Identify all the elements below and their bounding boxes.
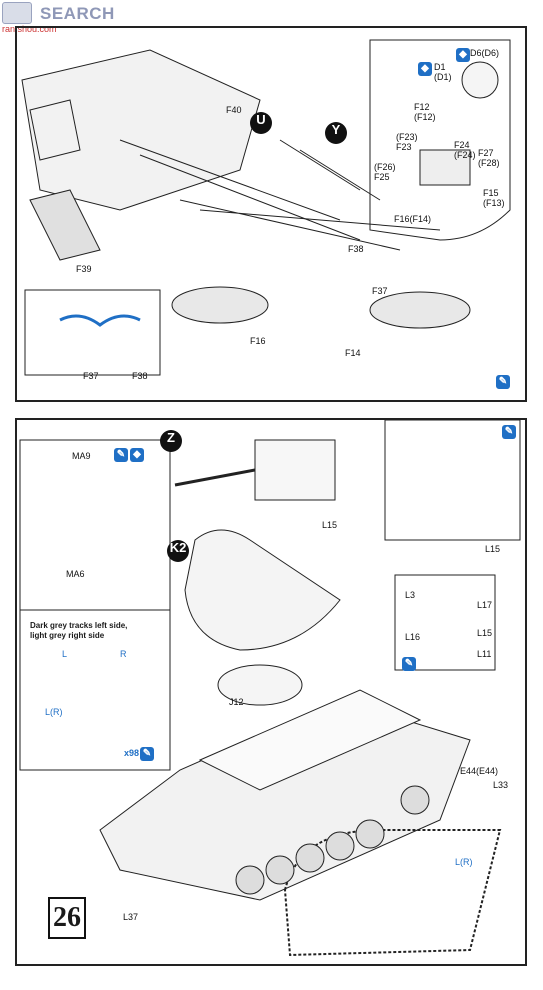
top-panel-frame bbox=[15, 26, 527, 402]
glue-icon: ◆ bbox=[456, 48, 470, 62]
cement-icon: ✎ bbox=[114, 448, 128, 462]
label-track-lr: L(R) bbox=[455, 857, 473, 867]
label-ma6: MA6 bbox=[66, 569, 85, 579]
inset-label-f38: F38 bbox=[132, 371, 148, 381]
label-f37: F37 bbox=[372, 286, 388, 296]
detail-label-d6: D6(D6) bbox=[470, 48, 500, 58]
cement-icon: ✎ bbox=[402, 657, 416, 671]
detail-label-f15: F15 (F13) bbox=[483, 188, 505, 208]
watermark-logo bbox=[2, 2, 32, 24]
detail-label-f12: F12 (F12) bbox=[414, 102, 436, 122]
detail-label-f23: (F23) F23 bbox=[396, 132, 418, 152]
detail-label-f27: F27 (F28) bbox=[478, 148, 500, 168]
callout-y: Y bbox=[325, 122, 347, 144]
label-l37: L37 bbox=[123, 912, 139, 922]
cement-icon: ✎ bbox=[502, 425, 516, 439]
label-e44: E44(E44) bbox=[460, 766, 499, 776]
track-left-label: L bbox=[62, 649, 68, 659]
cement-icon: ✎ bbox=[496, 375, 510, 389]
detail-label-f25: (F26) F25 bbox=[374, 162, 396, 182]
label-ma9: MA9 bbox=[72, 451, 91, 461]
parts-label-l16: L16 bbox=[405, 632, 421, 642]
cement-icon: ✎ bbox=[140, 747, 154, 761]
label-f40: F40 bbox=[226, 105, 242, 115]
step-number: 26 bbox=[48, 897, 86, 939]
detail-label-f24: F24 (F24) bbox=[454, 140, 476, 160]
label-l15-a: L15 bbox=[322, 520, 338, 530]
callout-k2: K2 bbox=[167, 540, 189, 562]
callout-u: U bbox=[250, 112, 272, 134]
track-right-label: R bbox=[120, 649, 127, 659]
parts-label-l11: L11 bbox=[477, 649, 492, 659]
parts-label-l15: L15 bbox=[477, 628, 493, 638]
glue-icon: ◆ bbox=[418, 62, 432, 76]
label-l15-b: L15 bbox=[485, 544, 501, 554]
glue-icon: ◆ bbox=[130, 448, 144, 462]
label-f14: F14 bbox=[345, 348, 361, 358]
bottom-panel-frame bbox=[15, 418, 527, 966]
label-f38: F38 bbox=[348, 244, 364, 254]
label-f39: F39 bbox=[76, 264, 92, 274]
parts-label-l3: L3 bbox=[405, 590, 416, 600]
label-f16: F16 bbox=[250, 336, 266, 346]
track-count: x98 bbox=[124, 748, 140, 758]
watermark-brand: SEARCH bbox=[40, 4, 115, 23]
parts-label-l17: L17 bbox=[477, 600, 493, 610]
watermark-site: ran.shou.com bbox=[2, 24, 57, 34]
inset-label-f37: F37 bbox=[83, 371, 99, 381]
label-l33: L33 bbox=[493, 780, 509, 790]
detail-label-f16: F16(F14) bbox=[394, 214, 432, 224]
label-j12: J12 bbox=[229, 697, 244, 707]
callout-z: Z bbox=[160, 430, 182, 452]
track-note: Dark grey tracks left side, light grey r… bbox=[30, 621, 128, 640]
track-count-label: L(R) bbox=[45, 707, 63, 717]
detail-label-d1: D1 (D1) bbox=[434, 62, 452, 82]
